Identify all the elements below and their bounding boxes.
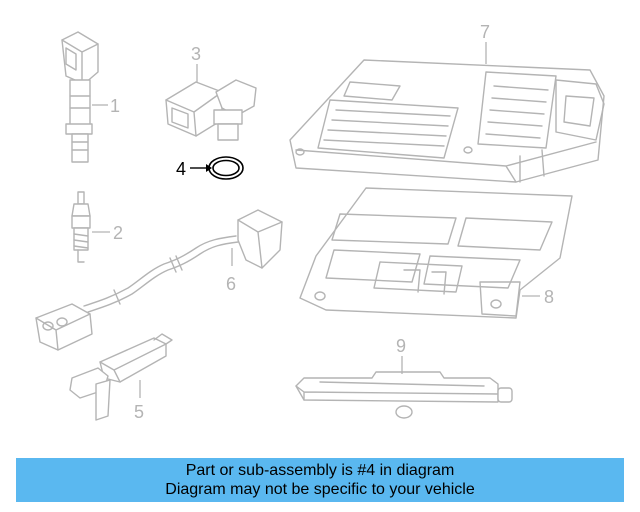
callout-4: 4 [176,159,186,179]
callout-1: 1 [110,96,120,116]
callout-8: 8 [544,287,554,307]
callout-3: 3 [191,44,201,64]
banner-line-2: Diagram may not be specific to your vehi… [165,481,475,498]
part-8-bracket [299,187,573,319]
callout-2: 2 [113,223,123,243]
part-3-camshaft-sensor [165,79,257,141]
callout-6: 6 [226,274,236,294]
part-9-rail [295,371,513,419]
callout-5: 5 [134,402,144,422]
callout-7: 7 [480,22,490,42]
info-banner: Part or sub-assembly is #4 in diagram Di… [16,458,624,502]
banner-line-1: Part or sub-assembly is #4 in diagram [185,462,455,479]
part-6-crankshaft-sensor [35,209,283,351]
part-2-spark-plug [71,191,91,263]
part-4-o-ring [208,156,244,180]
callout-9: 9 [396,336,406,356]
part-1-ignition-coil [61,31,99,163]
part-7-control-module [289,59,605,183]
parts-diagram: 1 2 3 4 6 [35,22,605,422]
part-5-sensor [69,333,173,421]
